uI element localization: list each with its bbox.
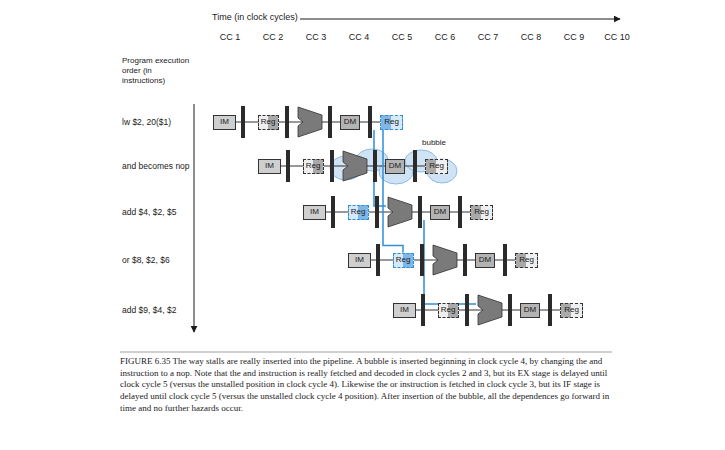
stage-label: Reg (474, 208, 489, 216)
clock-cycle-label: CC 8 (521, 32, 542, 43)
clock-cycle-label: CC 1 (220, 32, 241, 43)
instruction-label: add $9, $4, $2 (122, 305, 176, 316)
instruction-memory-box: IM (213, 115, 236, 130)
instruction-memory-box: IM (303, 205, 326, 220)
stage-label: IM (220, 118, 229, 126)
stage-label: Reg (564, 306, 579, 314)
pipeline-register (420, 244, 424, 276)
clock-cycle-label: CC 4 (349, 32, 370, 43)
data-memory-box: DM (340, 115, 360, 130)
stage-label: DM (479, 256, 491, 264)
register-file-box: Reg (348, 205, 369, 220)
pipeline-register (241, 106, 245, 138)
pipeline-register (376, 244, 380, 276)
bubble-cloud (330, 149, 457, 184)
register-file-box: Reg (393, 253, 414, 268)
pipeline-register (548, 294, 552, 326)
instruction-memory-box: IM (258, 159, 281, 174)
register-file-box: Reg (425, 159, 448, 174)
register-file-box: Reg (470, 205, 493, 220)
pipeline-register (375, 196, 379, 228)
axis-title: Program execution order (in instructions… (122, 56, 190, 86)
caption-rule (120, 352, 612, 353)
pipeline-register (285, 106, 289, 138)
register-file-box: Reg (303, 159, 324, 174)
stage-label: DM (389, 162, 401, 170)
instruction-label: lw $2, 20($1) (122, 117, 171, 128)
stage-label: Reg (519, 256, 534, 264)
pipeline-register (286, 150, 290, 182)
alu-symbol (388, 197, 412, 227)
clock-cycle-label: CC 10 (604, 32, 630, 43)
register-file-box: Reg (438, 303, 459, 318)
pipeline-register (463, 244, 467, 276)
pipeline-register (368, 106, 372, 138)
order-axis (194, 104, 195, 332)
data-memory-box: DM (430, 205, 450, 220)
alu-symbol (433, 245, 457, 275)
data-memory-box: DM (385, 159, 405, 174)
register-file-box: Reg (380, 115, 403, 130)
forwarding-wire (424, 220, 476, 304)
stage-label: IM (400, 306, 409, 314)
pipeline-register (330, 150, 334, 182)
stage-label: Reg (261, 118, 276, 126)
pipeline-row (360, 244, 528, 276)
clock-cycle-label: CC 3 (306, 32, 327, 43)
pipeline-register (413, 150, 417, 182)
stage-label: Reg (306, 162, 321, 170)
clock-cycle-label: CC 7 (478, 32, 499, 43)
time-axis (300, 19, 620, 20)
register-file-box: Reg (515, 253, 538, 268)
pipeline-row (225, 106, 393, 138)
pipeline-row (405, 294, 573, 326)
pipeline-register (373, 150, 377, 182)
stage-label: DM (344, 118, 356, 126)
stage-label: Reg (396, 256, 411, 264)
clock-cycle-label: CC 5 (392, 32, 413, 43)
pipeline-register (503, 244, 507, 276)
stage-label: IM (355, 256, 364, 264)
pipeline-row (315, 196, 483, 228)
pipeline-register (328, 106, 332, 138)
stage-label: DM (434, 208, 446, 216)
instruction-memory-box: IM (348, 253, 371, 268)
register-file-box: Reg (258, 115, 279, 130)
alu-symbol (298, 107, 322, 137)
pipeline-register (508, 294, 512, 326)
bubble-label: bubble (422, 138, 446, 148)
stage-label: Reg (351, 208, 366, 216)
stage-label: Reg (384, 118, 399, 126)
instruction-label: or $8, $2, $6 (122, 255, 170, 266)
pipeline-register (331, 196, 335, 228)
clock-cycle-label: CC 9 (564, 32, 585, 43)
stage-label: IM (265, 162, 274, 170)
instruction-label: and becomes nop (122, 161, 190, 172)
pipeline-register (465, 294, 469, 326)
axis-title: Time (in clock cycles) (212, 12, 298, 23)
stage-label: Reg (429, 162, 444, 170)
figure-caption: FIGURE 6.35 The way stalls are really in… (120, 356, 612, 414)
pipeline-register (458, 196, 462, 228)
instruction-label: add $4, $2, $5 (122, 207, 176, 218)
alu-symbol (343, 151, 367, 181)
data-memory-box: DM (520, 303, 540, 318)
register-file-wire (383, 130, 403, 253)
data-memory-box: DM (475, 253, 495, 268)
stage-label: Reg (441, 306, 456, 314)
pipeline-register (421, 294, 425, 326)
pipeline-row (270, 150, 438, 182)
alu-symbol (478, 295, 502, 325)
instruction-memory-box: IM (393, 303, 416, 318)
pipeline-register (418, 196, 422, 228)
clock-cycle-label: CC 2 (263, 32, 284, 43)
register-file-box: Reg (560, 303, 583, 318)
stage-label: DM (524, 306, 536, 314)
stage-label: IM (310, 208, 319, 216)
clock-cycle-label: CC 6 (435, 32, 456, 43)
